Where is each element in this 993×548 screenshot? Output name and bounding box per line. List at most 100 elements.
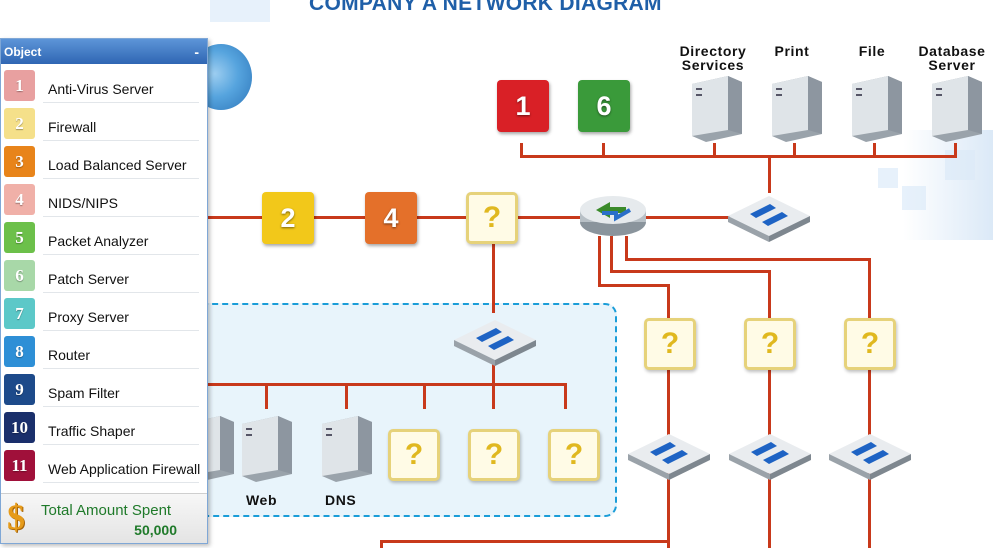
object-item-label: NIDS/NIPS: [48, 195, 119, 211]
object-panel-title: Object: [4, 44, 42, 59]
router-icon: [578, 190, 648, 240]
object-item-label: Patch Server: [48, 271, 129, 287]
connection-line: [492, 360, 495, 409]
object-item[interactable]: 4 NIDS/NIPS: [1, 183, 207, 221]
object-number-badge[interactable]: 5: [4, 222, 35, 253]
dollar-icon: $: [7, 497, 25, 537]
divider: [43, 330, 199, 331]
object-number-badge[interactable]: 11: [4, 450, 35, 481]
object-item-label: Firewall: [48, 119, 97, 135]
server-label-line: Services: [681, 57, 745, 73]
connection-line: [564, 383, 567, 409]
minimize-button[interactable]: -: [194, 43, 199, 60]
object-number-badge[interactable]: 10: [4, 412, 35, 443]
connection-line: [598, 284, 670, 287]
placed-tile-firewall[interactable]: 2: [262, 192, 314, 244]
connection-line: [598, 236, 601, 286]
server-label-line: Directory: [679, 43, 747, 59]
connection-line: [265, 383, 268, 409]
page-title: COMPANY A NETWORK DIAGRAM: [309, 0, 662, 15]
connection-line: [768, 155, 771, 193]
connection-line: [520, 155, 957, 158]
server-label-line: Database: [918, 43, 986, 59]
connection-line: [954, 143, 957, 157]
object-item-label: Anti-Virus Server: [48, 81, 154, 97]
empty-slot[interactable]: ?: [466, 192, 518, 244]
object-item[interactable]: 1 Anti-Virus Server: [1, 69, 207, 107]
divider: [43, 254, 199, 255]
empty-slot[interactable]: ?: [744, 318, 796, 370]
connection-line: [713, 143, 716, 157]
directory-server-icon: [688, 74, 744, 142]
switch-icon: [727, 428, 813, 482]
connection-line: [873, 143, 876, 157]
connection-line: [793, 143, 796, 157]
total-amount-label: Total Amount Spent: [41, 502, 172, 519]
object-item[interactable]: 6 Patch Server: [1, 259, 207, 297]
server-label-file: File: [858, 43, 886, 59]
object-item-label: Spam Filter: [48, 385, 120, 401]
divider: [43, 216, 199, 217]
connection-line: [492, 243, 495, 313]
web-server-icon: [238, 414, 294, 482]
divider: [43, 482, 199, 483]
object-item-label: Packet Analyzer: [48, 233, 149, 249]
bg-decoration: [210, 0, 270, 22]
placed-tile-nids-nips[interactable]: 4: [365, 192, 417, 244]
database-server-icon: [928, 74, 984, 142]
bg-decoration: [903, 130, 993, 240]
switch-icon: [452, 314, 538, 368]
server-label-directory: Directory Services: [678, 44, 748, 72]
connection-line: [602, 143, 605, 157]
object-panel-header: Object -: [1, 39, 207, 64]
connection-line: [625, 236, 628, 260]
server-label-database: Database Server: [916, 44, 988, 72]
object-item[interactable]: 11 Web Application Firewall: [1, 449, 207, 487]
object-number-badge[interactable]: 1: [4, 70, 35, 101]
empty-slot[interactable]: ?: [388, 429, 440, 481]
object-number-badge[interactable]: 6: [4, 260, 35, 291]
divider: [43, 368, 199, 369]
object-number-badge[interactable]: 7: [4, 298, 35, 329]
connection-line: [206, 383, 566, 386]
empty-slot[interactable]: ?: [644, 318, 696, 370]
object-item-label: Proxy Server: [48, 309, 129, 325]
object-number-badge[interactable]: 3: [4, 146, 35, 177]
empty-slot[interactable]: ?: [844, 318, 896, 370]
placed-tile-patch-server[interactable]: 6: [578, 80, 630, 132]
divider: [43, 140, 199, 141]
placed-tile-anti-virus[interactable]: 1: [497, 80, 549, 132]
divider: [43, 444, 199, 445]
object-item-label: Web Application Firewall: [48, 461, 201, 477]
connection-line: [520, 143, 523, 157]
empty-slot[interactable]: ?: [468, 429, 520, 481]
server-label-web: Web: [246, 492, 278, 508]
server-label-print: Print: [774, 43, 810, 59]
connection-line: [345, 383, 348, 409]
divider: [43, 292, 199, 293]
divider: [43, 406, 199, 407]
object-item[interactable]: 5 Packet Analyzer: [1, 221, 207, 259]
object-item[interactable]: 2 Firewall: [1, 107, 207, 145]
object-number-badge[interactable]: 9: [4, 374, 35, 405]
bg-decoration: [878, 168, 898, 188]
object-item-label: Router: [48, 347, 91, 363]
empty-slot[interactable]: ?: [548, 429, 600, 481]
object-number-badge[interactable]: 2: [4, 108, 35, 139]
server-label-dns: DNS: [325, 492, 357, 508]
object-number-badge[interactable]: 4: [4, 184, 35, 215]
object-item[interactable]: 7 Proxy Server: [1, 297, 207, 335]
object-number-badge[interactable]: 8: [4, 336, 35, 367]
total-amount-section: $ Total Amount Spent 50,000: [1, 493, 207, 543]
divider: [43, 178, 199, 179]
dns-server-icon: [318, 414, 374, 482]
object-item[interactable]: 9 Spam Filter: [1, 373, 207, 411]
total-amount-value: 50,000: [134, 522, 177, 538]
switch-icon: [726, 190, 812, 244]
server-label-line: Server: [928, 57, 976, 73]
object-item[interactable]: 8 Router: [1, 335, 207, 373]
